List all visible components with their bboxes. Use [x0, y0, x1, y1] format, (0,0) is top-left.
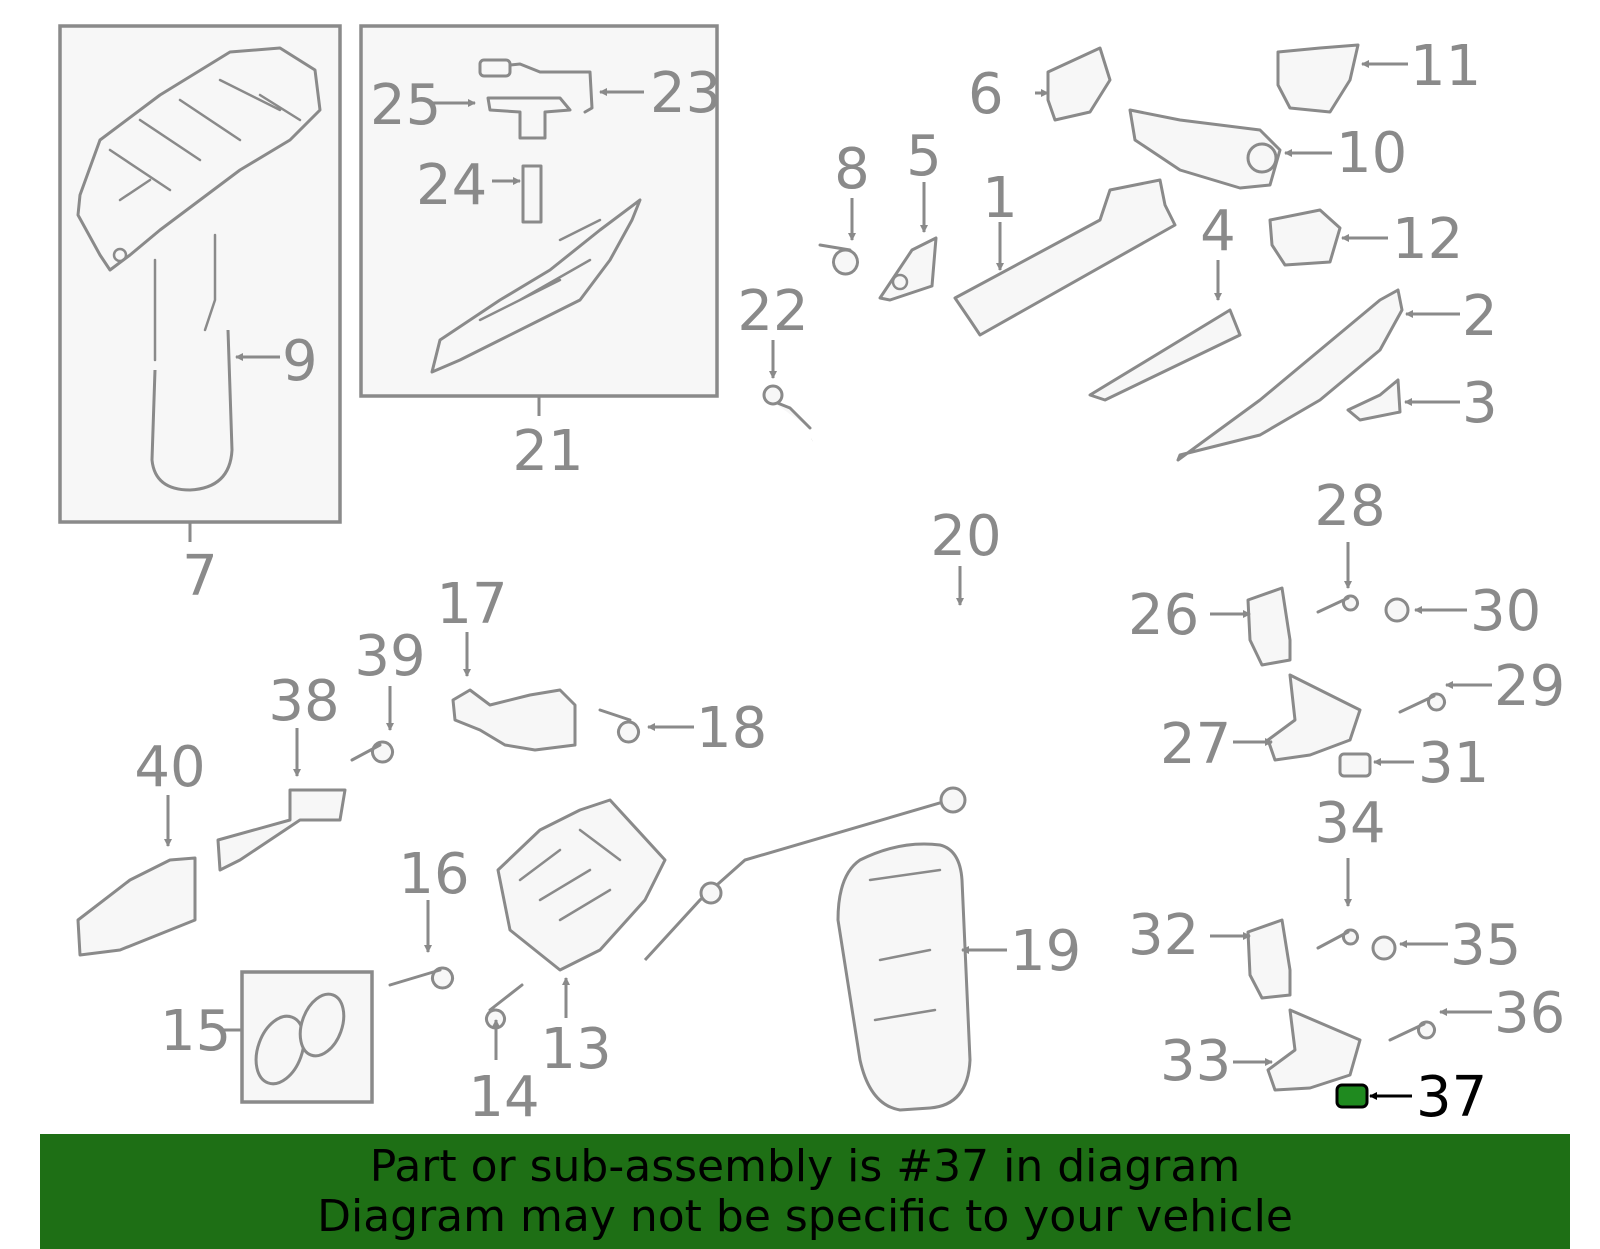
callout-25: 25: [370, 73, 441, 138]
callout-24: 24: [416, 153, 487, 218]
callout-13: 13: [540, 1017, 611, 1082]
callout-39: 39: [354, 624, 425, 689]
callout-32: 32: [1128, 903, 1199, 968]
callout-3: 3: [1462, 371, 1498, 436]
callout-35: 35: [1450, 913, 1521, 978]
callout-37: 37: [1416, 1065, 1487, 1130]
callout-19: 19: [1010, 919, 1081, 984]
callout-11: 11: [1410, 34, 1481, 99]
leader-lines: [164, 60, 1492, 1100]
callout-20: 20: [930, 504, 1001, 569]
callout-33: 33: [1160, 1029, 1231, 1094]
hinge-parts: [1246, 586, 1446, 1109]
part-group-21-box: [359, 24, 719, 416]
part-cable-20: [577, 438, 1128, 962]
callout-7: 7: [182, 544, 218, 609]
callout-34: 34: [1314, 791, 1385, 856]
callout-12: 12: [1392, 207, 1463, 272]
callout-28: 28: [1314, 474, 1385, 539]
callout-38: 38: [268, 669, 339, 734]
callout-29: 29: [1494, 654, 1565, 719]
callout-31: 31: [1418, 731, 1489, 796]
callout-15: 15: [160, 999, 231, 1064]
callout-14: 14: [468, 1065, 539, 1130]
part-group-7-box: [58, 24, 342, 542]
highlighted-part-37: [1335, 1083, 1369, 1109]
callout-9: 9: [282, 329, 318, 394]
info-banner: Part or sub-assembly is #37 in diagram D…: [40, 1134, 1570, 1249]
callout-8: 8: [834, 137, 870, 202]
callout-4: 4: [1200, 199, 1236, 264]
callout-30: 30: [1470, 579, 1541, 644]
callout-27: 27: [1160, 712, 1231, 777]
callout-18: 18: [696, 696, 767, 761]
callout-labels: 1 2 3 4 5 6 7 8 9 10 11 12 13 14 15 16 1…: [134, 34, 1565, 1130]
callout-6: 6: [968, 62, 1004, 127]
handle-parts: [762, 43, 1404, 462]
callout-36: 36: [1494, 981, 1565, 1046]
lower-left-parts: [76, 688, 667, 1104]
banner-line-2: Diagram may not be specific to your vehi…: [317, 1191, 1293, 1242]
callout-21: 21: [512, 419, 583, 484]
callout-1: 1: [982, 166, 1018, 231]
callout-17: 17: [436, 572, 507, 637]
part-19-panel: [836, 842, 972, 1112]
callout-2: 2: [1462, 284, 1498, 349]
callout-5: 5: [906, 124, 942, 189]
callout-26: 26: [1128, 583, 1199, 648]
callout-16: 16: [398, 842, 469, 907]
callout-10: 10: [1336, 121, 1407, 186]
banner-line-1: Part or sub-assembly is #37 in diagram: [369, 1141, 1241, 1192]
callout-22: 22: [737, 279, 808, 344]
callout-23: 23: [650, 61, 721, 126]
callout-40: 40: [134, 735, 205, 800]
